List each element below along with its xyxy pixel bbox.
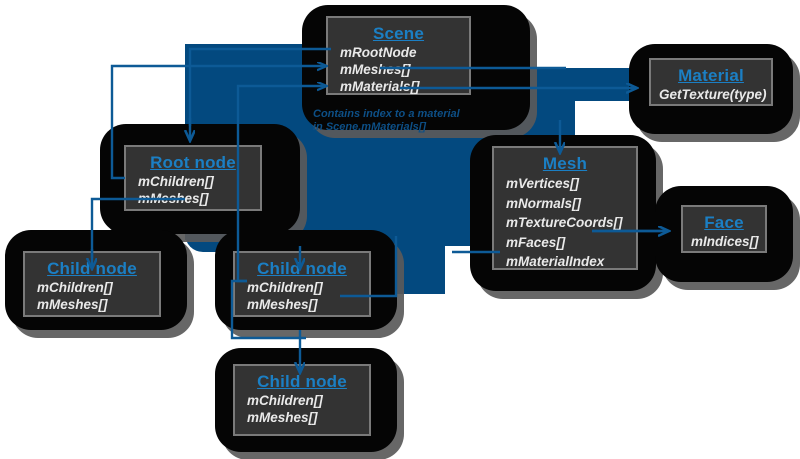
box-root-node-title: Root node (150, 153, 236, 172)
box-scene[interactable]: Scene mRootNode mMeshes[] mMaterials[] (326, 16, 471, 95)
box-child-node-middle[interactable]: Child node mChildren[] mMeshes[] (233, 251, 371, 317)
box-mesh-field-3: mFaces[] (506, 234, 566, 250)
box-mesh-field-4: mMaterialIndex (506, 254, 605, 269)
box-mesh-title: Mesh (542, 154, 588, 173)
box-child-node-left-field-1: mMeshes[] (37, 297, 108, 312)
box-material-title: Material (678, 66, 744, 85)
box-scene-field-2: mMaterials[] (340, 79, 420, 94)
caption-material-index-line1: Contains index to a material (313, 108, 460, 120)
box-root-node-field-1: mMeshes[] (138, 191, 209, 206)
box-material[interactable]: Material GetTexture(type) (649, 58, 773, 106)
box-child-node-middle-field-1: mMeshes[] (247, 297, 318, 312)
box-child-node-bottom[interactable]: Child node mChildren[] mMeshes[] (233, 364, 371, 436)
box-mesh-field-2: mTextureCoords[] (506, 215, 623, 230)
box-mesh-field-0: mVertices[] (506, 176, 580, 191)
box-child-node-left-title: Child node (47, 259, 137, 278)
box-root-node[interactable]: Root node mChildren[] mMeshes[] (124, 145, 262, 211)
box-child-node-middle-title: Child node (257, 259, 347, 278)
box-child-node-bottom-title: Child node (257, 372, 347, 391)
box-child-node-middle-field-0: mChildren[] (247, 280, 323, 295)
ribbon-round-corner-left (185, 44, 215, 74)
box-mesh[interactable]: Mesh mVertices[] mNormals[] mTextureCoor… (492, 146, 638, 270)
box-child-node-bottom-field-1: mMeshes[] (247, 410, 318, 425)
box-scene-title: Scene (372, 24, 425, 43)
box-face[interactable]: Face mIndices[] (681, 205, 767, 253)
box-scene-field-1: mMeshes[] (340, 62, 411, 77)
box-mesh-field-1: mNormals[] (506, 195, 582, 211)
box-child-node-left[interactable]: Child node mChildren[] mMeshes[] (23, 251, 161, 317)
box-child-node-left-field-0: mChildren[] (37, 280, 113, 295)
caption-material-index-line2: in Scene.mMaterials[] (313, 120, 427, 133)
box-material-field-0: GetTexture(type) (659, 87, 767, 102)
box-root-node-field-0: mChildren[] (138, 174, 214, 189)
box-scene-field-0: mRootNode (340, 45, 417, 60)
caption-material-index: Contains index to a material in Scene.mM… (313, 108, 460, 133)
box-face-field-0: mIndices[] (691, 234, 759, 249)
box-face-title: Face (704, 213, 744, 232)
box-child-node-bottom-field-0: mChildren[] (247, 393, 323, 408)
